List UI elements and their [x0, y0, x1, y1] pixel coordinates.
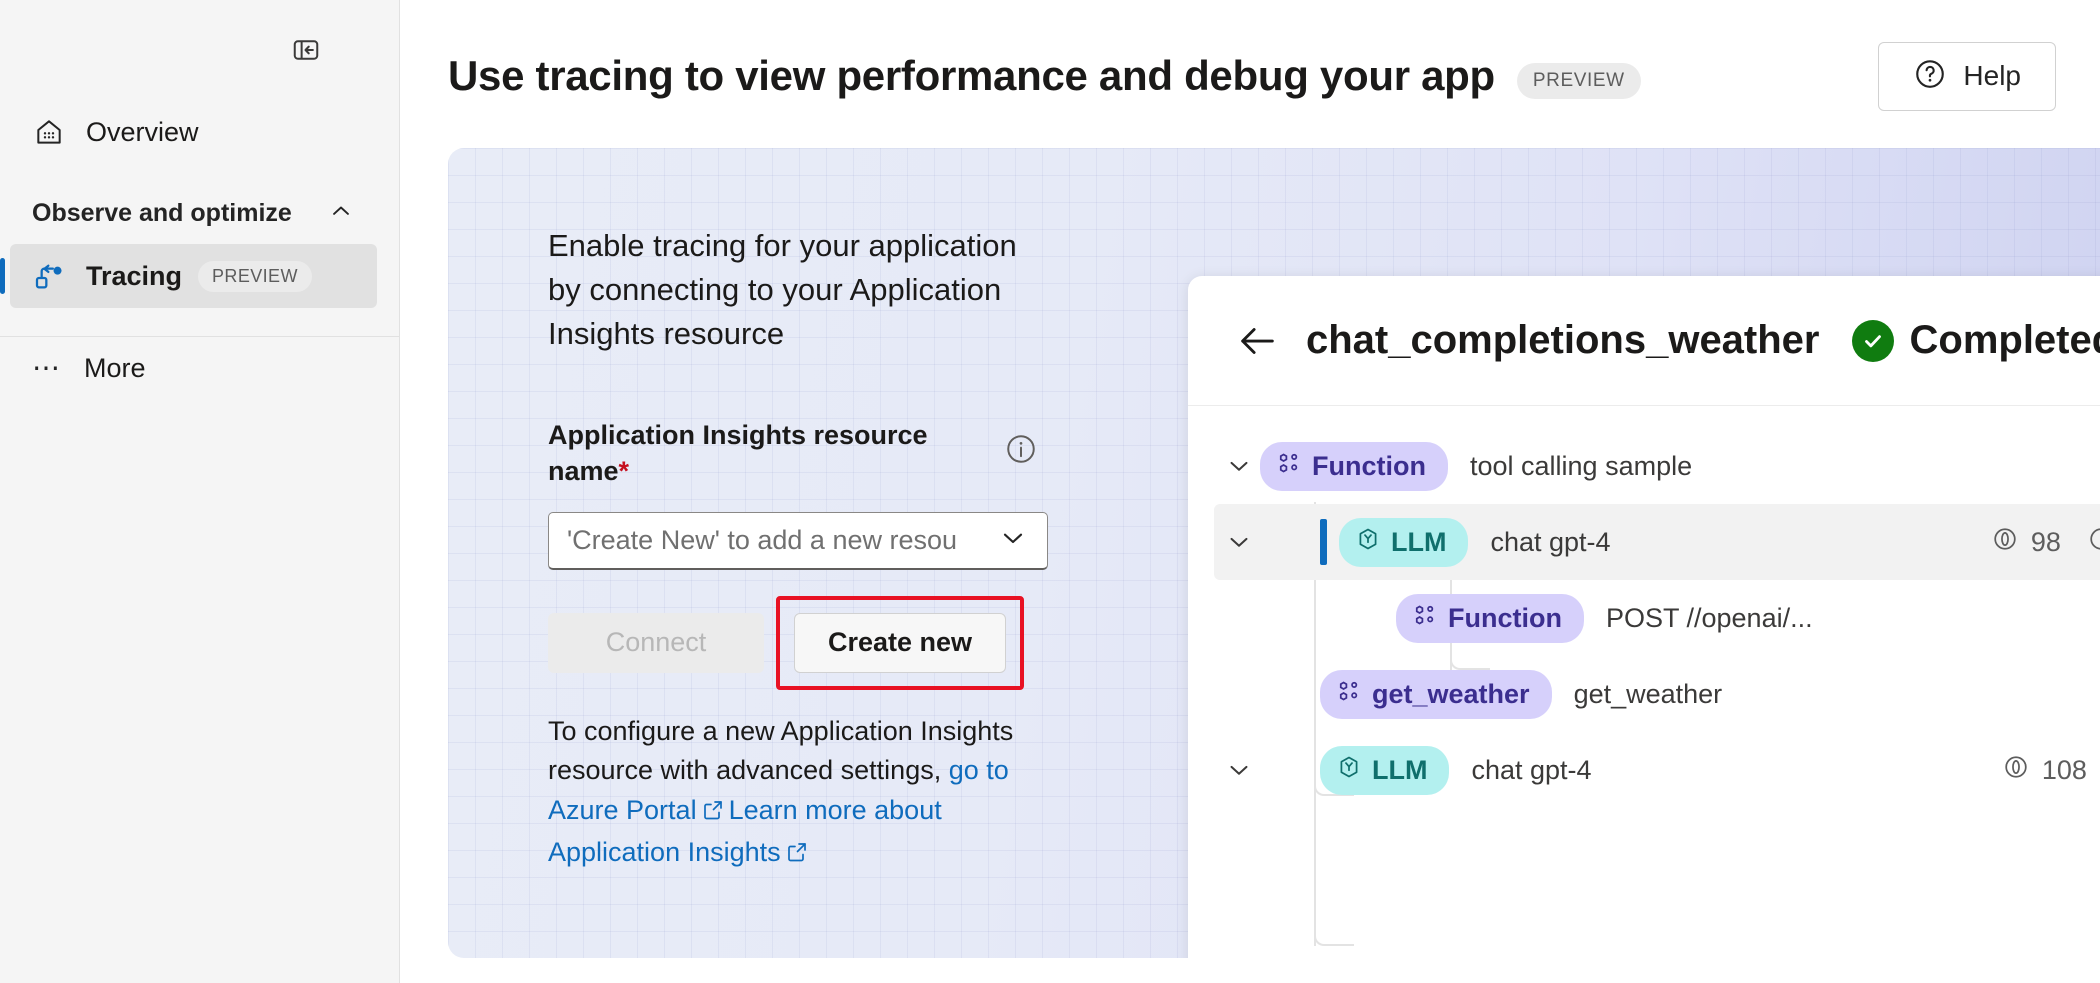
- trace-panel-header: chat_completions_weather Completed: [1188, 276, 2100, 406]
- token-metric: 98: [1991, 525, 2061, 560]
- span-type-label: Function: [1448, 602, 1562, 633]
- hero-lead-text: Enable tracing for your application by c…: [548, 228, 1017, 352]
- clock-icon: [2087, 525, 2100, 560]
- external-link-icon: [785, 836, 809, 875]
- duration-metric: 1.102s: [2087, 525, 2100, 560]
- hero-form: Enable tracing for your application by c…: [548, 224, 1068, 875]
- trace-title: chat_completions_weather: [1306, 318, 1820, 362]
- llm-icon: [1336, 754, 1362, 787]
- sidebar-item-more-label: More: [84, 352, 146, 383]
- sidebar-divider: [0, 336, 399, 337]
- app-insights-resource-select-value: 'Create New' to add a new resou: [567, 524, 958, 555]
- span-type-label: get_weather: [1372, 678, 1530, 709]
- resource-name-label: Application Insights resource name*: [548, 418, 948, 490]
- sidebar-tracing-preview-badge: PREVIEW: [198, 260, 312, 292]
- span-name: get_weather: [1573, 678, 1723, 709]
- resource-name-label-text: Application Insights resource name: [548, 420, 928, 486]
- chevron-down-icon[interactable]: [1218, 755, 1260, 785]
- span-type-label: LLM: [1372, 754, 1428, 785]
- span-type-pill: Function: [1260, 441, 1448, 491]
- main-content: Use tracing to view performance and debu…: [400, 0, 2100, 983]
- llm-icon: [1355, 526, 1381, 559]
- span-name: chat gpt-4: [1471, 754, 1592, 785]
- sidebar-item-overview-label: Overview: [86, 116, 199, 147]
- span-type-label: Function: [1312, 450, 1426, 481]
- hero-help-text: To configure a new Application Insights …: [548, 712, 1018, 876]
- connect-button[interactable]: Connect: [548, 612, 764, 673]
- token-value: 108: [2041, 754, 2087, 785]
- info-icon[interactable]: [1004, 432, 1038, 466]
- span-type-pill: LLM: [1320, 745, 1450, 795]
- create-new-highlight-box: Create new: [776, 595, 1024, 690]
- status-badge: Completed: [1851, 318, 2100, 363]
- help-button[interactable]: Help: [1878, 41, 2056, 111]
- table-row[interactable]: LLM chat gpt-4 98: [1214, 504, 2100, 580]
- page-preview-badge: PREVIEW: [1516, 63, 1641, 99]
- page-header: Use tracing to view performance and debu…: [400, 0, 2100, 120]
- external-link-icon: [701, 794, 725, 833]
- resource-name-field-label-row: Application Insights resource name*: [548, 418, 1048, 490]
- span-name: tool calling sample: [1469, 450, 1693, 481]
- sidebar-collapse-row: [0, 0, 399, 100]
- sidebar-item-overview[interactable]: Overview: [10, 100, 377, 164]
- chevron-down-icon[interactable]: [1218, 451, 1260, 481]
- span-type-pill: get_weather: [1320, 669, 1552, 719]
- function-icon: [1276, 450, 1302, 483]
- question-circle-icon: [1913, 57, 1947, 96]
- token-icon: [2002, 753, 2030, 788]
- function-icon: [1412, 602, 1438, 635]
- create-new-button[interactable]: Create new: [794, 612, 1006, 673]
- status-badge-label: Completed: [1909, 318, 2100, 362]
- sidebar-item-tracing[interactable]: Tracing PREVIEW: [0, 244, 377, 308]
- sidebar-group-label: Observe and optimize: [32, 198, 292, 227]
- chevron-down-icon[interactable]: [1218, 527, 1260, 557]
- hero-button-row: Connect Create new: [548, 595, 1068, 690]
- table-row[interactable]: LLM chat gpt-4 108: [1188, 732, 2100, 808]
- token-value: 98: [2030, 526, 2061, 557]
- hero-help-text-prefix: To configure a new Application Insights …: [548, 715, 1014, 786]
- span-name: chat gpt-4: [1490, 526, 1611, 557]
- chevron-up-icon[interactable]: [327, 197, 355, 230]
- required-asterisk: *: [618, 455, 630, 486]
- tracing-icon: [32, 259, 66, 293]
- span-metrics: 108 2.832s: [2002, 753, 2100, 788]
- table-row[interactable]: get_weather get_weather 0: [1188, 656, 2100, 732]
- page-title: Use tracing to view performance and debu…: [448, 52, 1495, 99]
- trace-preview-panel: chat_completions_weather Completed: [1188, 276, 2100, 958]
- check-circle-icon: [1851, 319, 1894, 362]
- arrow-left-icon[interactable]: [1234, 318, 1280, 364]
- span-metrics: 98 1.102s: [1991, 525, 2100, 560]
- learn-more-app-insights-link[interactable]: Learn more about Application Insights: [548, 794, 942, 868]
- span-type-pill: LLM: [1339, 517, 1469, 567]
- span-name: POST //openai/...: [1605, 602, 1813, 633]
- go-to-azure-portal-link[interactable]: go to Azure Portal: [548, 755, 1009, 825]
- span-type-pill: Function: [1396, 593, 1584, 643]
- selected-span-accent: [1320, 519, 1327, 565]
- help-button-label: Help: [1963, 60, 2021, 91]
- token-icon: [1991, 525, 2019, 560]
- selection-indicator: [0, 258, 5, 294]
- sidebar-item-more[interactable]: ⋯ More: [0, 337, 399, 399]
- table-row[interactable]: Function POST //openai/... 1.121s: [1188, 580, 2100, 656]
- token-metric: 108: [2002, 753, 2087, 788]
- tracing-hero-card: Enable tracing for your application by c…: [448, 148, 2100, 958]
- sidebar-item-tracing-label: Tracing: [86, 260, 183, 291]
- function-icon: [1336, 678, 1362, 711]
- ellipsis-icon: ⋯: [32, 352, 62, 383]
- chevron-down-icon[interactable]: [997, 522, 1029, 559]
- tree-connector: [1314, 906, 1354, 946]
- trace-tree: Function tool calling sample 3.400s: [1188, 406, 2100, 946]
- sidebar-group-observe-and-optimize[interactable]: Observe and optimize: [0, 182, 399, 244]
- sidebar: Overview Observe and optimize Tracing: [0, 0, 400, 983]
- app-insights-resource-select[interactable]: 'Create New' to add a new resou: [548, 511, 1048, 570]
- table-row[interactable]: Function tool calling sample 3.400s: [1188, 428, 2100, 504]
- span-type-label: LLM: [1391, 526, 1447, 557]
- home-icon: [32, 115, 66, 149]
- panel-collapse-icon[interactable]: [285, 29, 327, 71]
